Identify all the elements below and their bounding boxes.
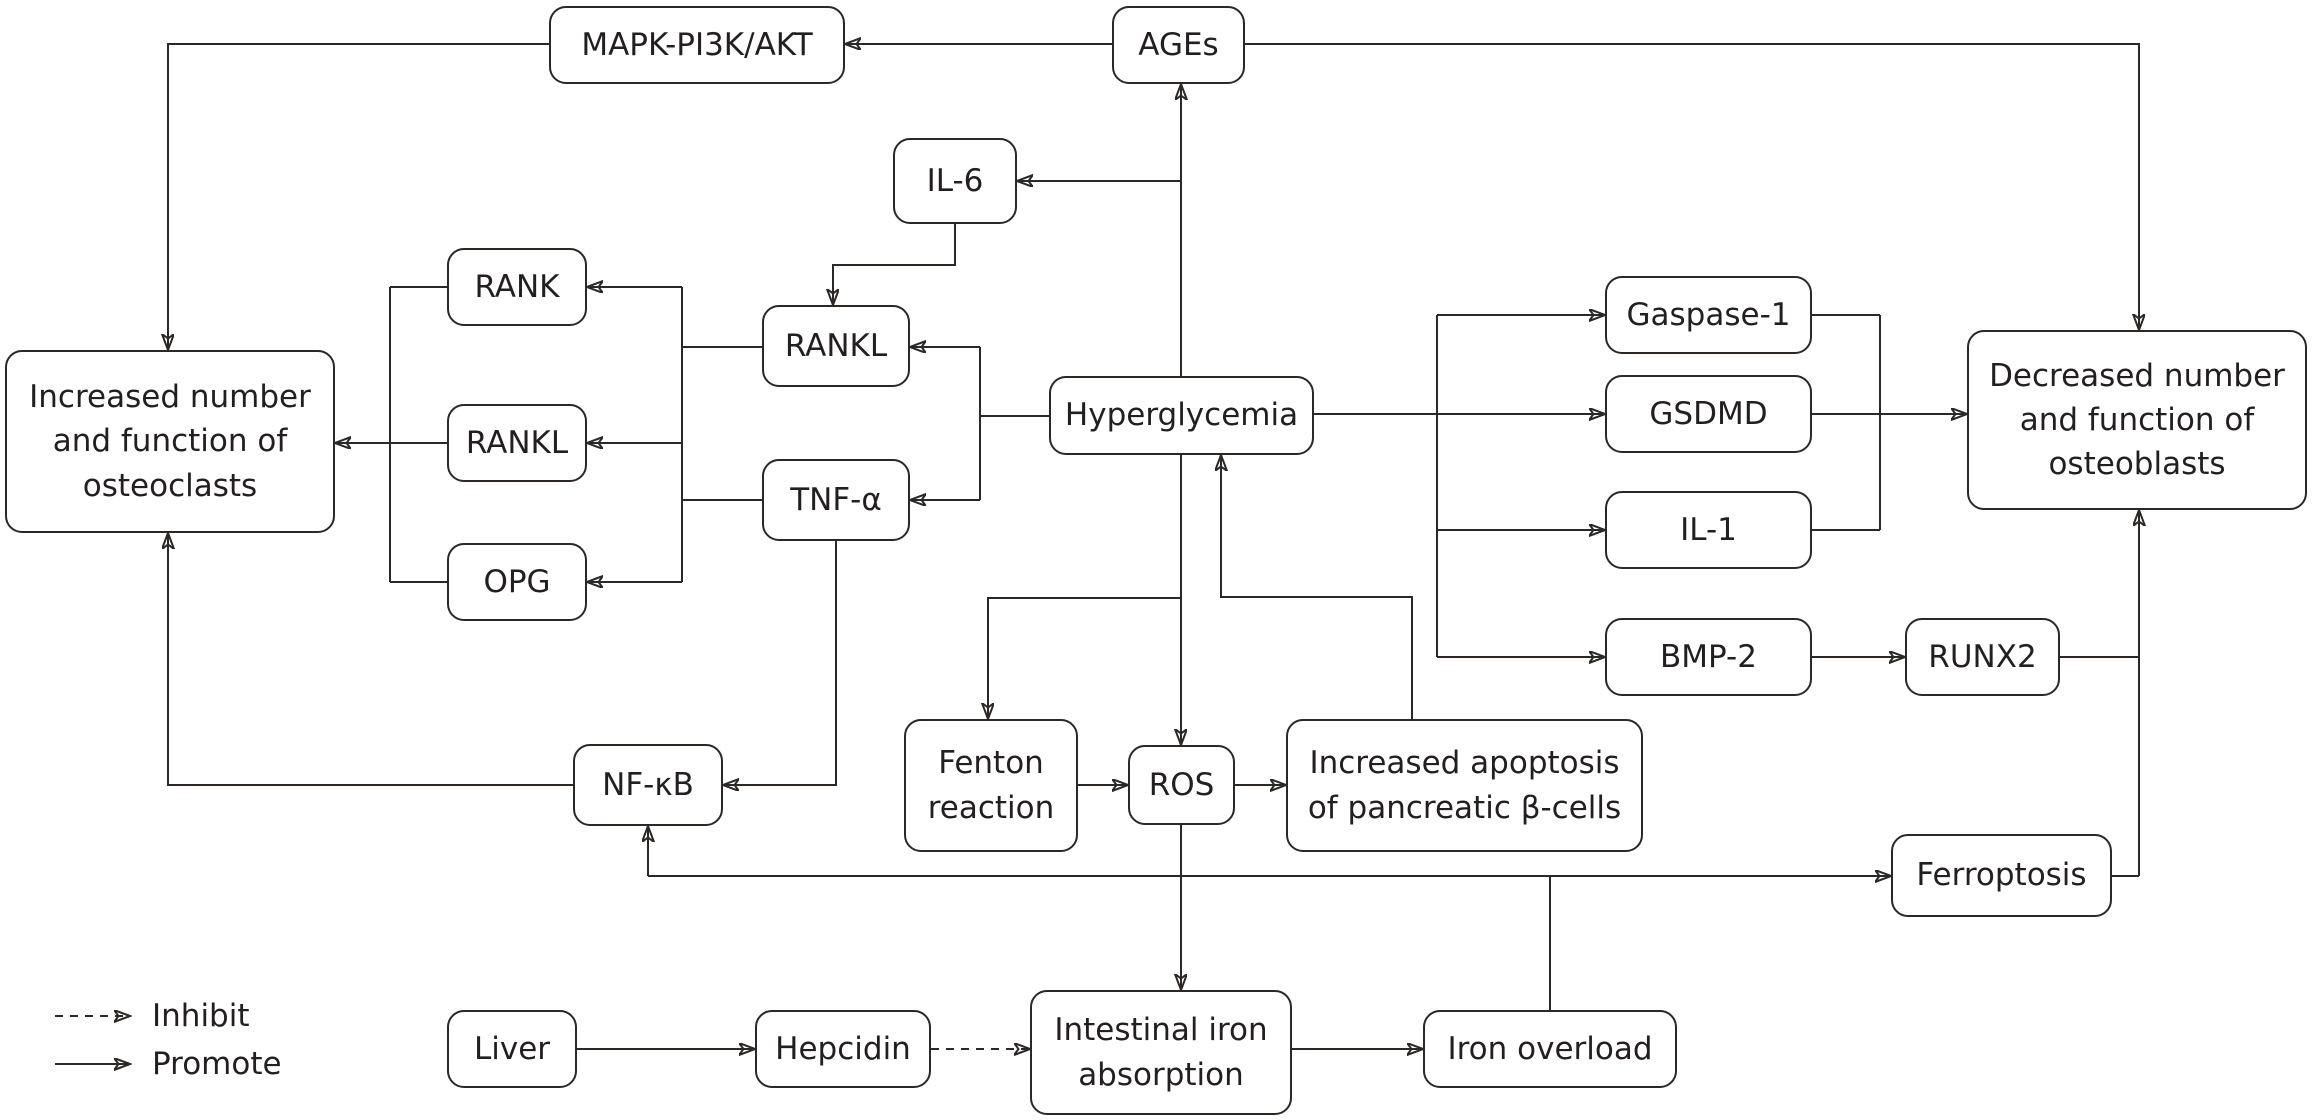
node-hepcidin: Hepcidin — [755, 1010, 931, 1088]
legend-inhibit-label: Inhibit — [152, 998, 250, 1034]
node-gaspase-1: Gaspase-1 — [1605, 276, 1812, 354]
node-nfkb: NF-κB — [573, 744, 723, 826]
node-ferroptosis: Ferroptosis — [1891, 834, 2112, 917]
node-iron-overload: Iron overload — [1423, 1010, 1677, 1088]
node-intestinal-iron-absorption: Intestinal iron absorption — [1030, 990, 1292, 1115]
node-ros: ROS — [1128, 745, 1235, 825]
edge-apoptosis-to-hyperglycemia — [1221, 455, 1413, 719]
edge-ages-to-decreased-osteoblasts — [1245, 43, 2139, 330]
node-runx2: RUNX2 — [1905, 618, 2060, 696]
node-rankl-left: RANKL — [447, 404, 587, 482]
legend-promote-label: Promote — [152, 1046, 282, 1082]
node-il1: IL-1 — [1605, 491, 1812, 569]
node-ages: AGEs — [1112, 6, 1245, 84]
edge-nfkb-to-increased-osteoclasts — [168, 533, 573, 786]
node-il6: IL-6 — [893, 138, 1017, 224]
node-bmp2: BMP-2 — [1605, 618, 1812, 696]
node-increased-osteoclasts: Increased number and function of osteocl… — [5, 350, 335, 533]
node-mapk-pi3k-akt: MAPK-PI3K/AKT — [549, 6, 845, 84]
edge-tnf-to-nfkb — [723, 541, 837, 785]
node-liver: Liver — [447, 1010, 577, 1088]
node-gsdmd: GSDMD — [1605, 375, 1812, 453]
edge-mapk-to-increased-osteoclasts — [168, 43, 549, 350]
node-decreased-osteoblasts: Decreased number and function of osteobl… — [1967, 330, 2307, 510]
edge-hyperglycemia-to-fenton — [988, 597, 1181, 719]
edge-il6-to-rankl — [833, 224, 956, 305]
node-opg: OPG — [447, 543, 587, 621]
node-apoptosis-beta-cells: Increased apoptosis of pancreatic β-cell… — [1286, 719, 1643, 852]
node-rankl-mid: RANKL — [762, 305, 910, 387]
node-fenton-reaction: Fenton reaction — [904, 719, 1078, 852]
node-tnf-alpha: TNF-α — [762, 459, 910, 541]
node-rank: RANK — [447, 248, 587, 326]
node-hyperglycemia: Hyperglycemia — [1049, 376, 1314, 455]
